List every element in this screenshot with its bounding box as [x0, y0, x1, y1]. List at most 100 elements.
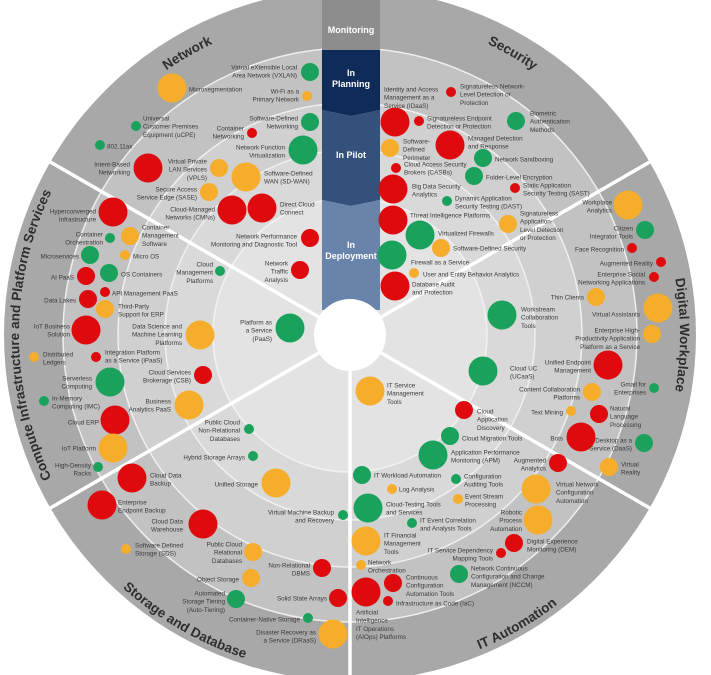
technology-bubble-red[interactable]	[188, 509, 218, 539]
technology-item[interactable]: Container-Native Storage	[229, 613, 313, 623]
technology-bubble-green[interactable]	[487, 300, 517, 330]
technology-bubble-yellow[interactable]	[381, 139, 399, 157]
technology-bubble-yellow[interactable]	[231, 162, 261, 192]
technology-item[interactable]: IT Workload Automation	[353, 466, 441, 484]
technology-bubble-green[interactable]	[465, 167, 483, 185]
technology-bubble-green[interactable]	[301, 63, 319, 81]
technology-bubble-green[interactable]	[474, 149, 492, 167]
technology-bubble-green[interactable]	[131, 121, 141, 131]
technology-item[interactable]: Enterprise High-Productivity Application…	[575, 325, 661, 351]
technology-bubble-red[interactable]	[301, 229, 319, 247]
technology-bubble-red[interactable]	[549, 454, 567, 472]
technology-bubble-yellow[interactable]	[566, 406, 576, 416]
technology-bubble-green[interactable]	[227, 590, 245, 608]
technology-bubble-yellow[interactable]	[261, 468, 291, 498]
technology-item[interactable]: Cloud ERP	[68, 405, 130, 435]
technology-bubble-red[interactable]	[291, 261, 309, 279]
technology-bubble-green[interactable]	[468, 356, 498, 386]
technology-bubble-red[interactable]	[351, 577, 381, 607]
technology-bubble-yellow[interactable]	[174, 390, 204, 420]
technology-bubble-yellow[interactable]	[98, 433, 128, 463]
technology-bubble-green[interactable]	[441, 427, 459, 445]
technology-bubble-red[interactable]	[91, 352, 101, 362]
technology-bubble-yellow[interactable]	[29, 352, 39, 362]
technology-item[interactable]: Augmented Reality	[600, 257, 666, 267]
technology-bubble-yellow[interactable]	[244, 543, 262, 561]
technology-bubble-yellow[interactable]	[387, 484, 397, 494]
technology-item[interactable]: Micro OS	[120, 250, 159, 260]
technology-item[interactable]: Software-Defined Security	[432, 239, 527, 257]
technology-bubble-red[interactable]	[194, 366, 212, 384]
technology-bubble-green[interactable]	[215, 266, 225, 276]
technology-bubble-red[interactable]	[313, 559, 331, 577]
technology-item[interactable]: 802.11ax	[95, 140, 133, 150]
technology-bubble-yellow[interactable]	[587, 288, 605, 306]
technology-bubble-yellow[interactable]	[242, 569, 260, 587]
technology-bubble-red[interactable]	[77, 267, 95, 285]
technology-bubble-green[interactable]	[353, 493, 383, 523]
technology-bubble-red[interactable]	[79, 290, 97, 308]
technology-bubble-green[interactable]	[244, 424, 254, 434]
technology-bubble-green[interactable]	[649, 383, 659, 393]
technology-item[interactable]: Unified Storage	[215, 468, 291, 498]
technology-bubble-green[interactable]	[275, 313, 305, 343]
technology-bubble-yellow[interactable]	[432, 239, 450, 257]
technology-item[interactable]: Threat Intelligence Platforms	[378, 205, 491, 235]
technology-bubble-red[interactable]	[566, 422, 596, 452]
technology-bubble-red[interactable]	[247, 128, 257, 138]
technology-item[interactable]: Microservices	[41, 246, 100, 264]
technology-bubble-green[interactable]	[288, 135, 318, 165]
technology-bubble-red[interactable]	[496, 548, 506, 558]
technology-item[interactable]: API Management PaaS	[100, 287, 178, 297]
technology-bubble-yellow[interactable]	[453, 494, 463, 504]
technology-bubble-red[interactable]	[380, 107, 410, 137]
technology-bubble-green[interactable]	[377, 240, 407, 270]
technology-bubble-yellow[interactable]	[521, 474, 551, 504]
technology-bubble-red[interactable]	[649, 272, 659, 282]
technology-bubble-yellow[interactable]	[600, 458, 618, 476]
technology-bubble-yellow[interactable]	[351, 526, 381, 556]
technology-item[interactable]: Cloud Migration Tools	[441, 427, 522, 445]
technology-bubble-yellow[interactable]	[643, 293, 673, 323]
technology-bubble-green[interactable]	[450, 565, 468, 583]
technology-bubble-red[interactable]	[71, 315, 101, 345]
technology-bubble-red[interactable]	[414, 116, 424, 126]
technology-bubble-red[interactable]	[100, 405, 130, 435]
